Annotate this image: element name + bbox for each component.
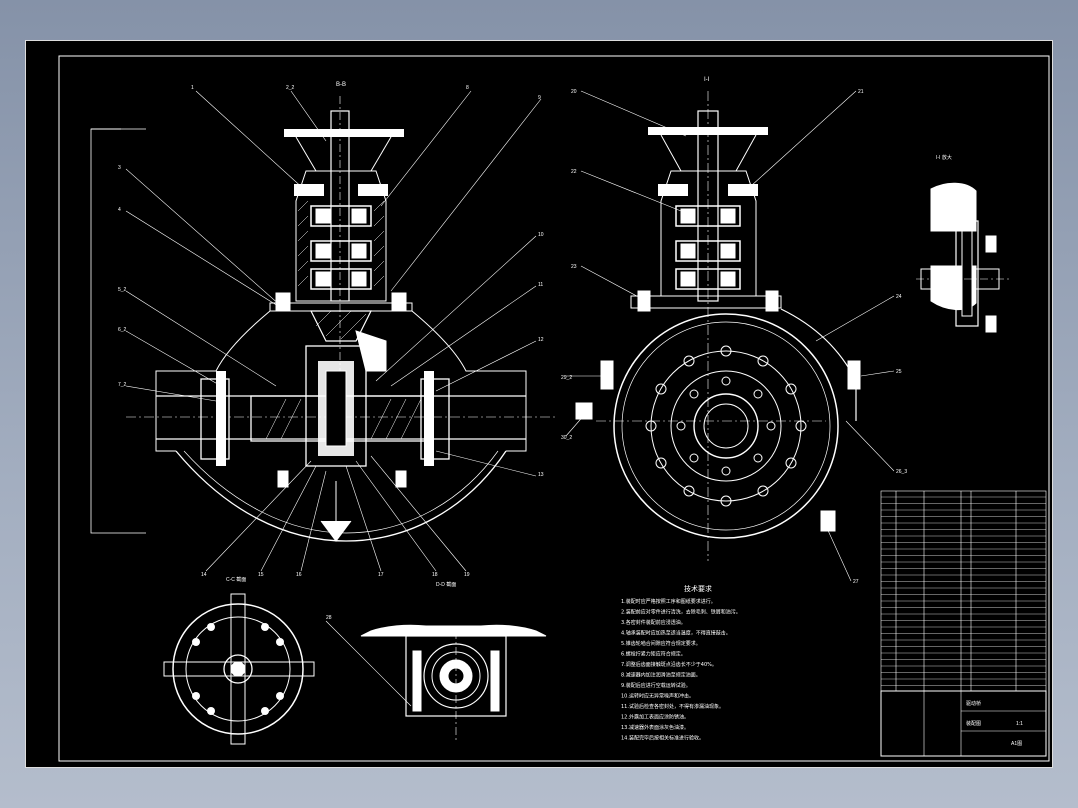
svg-text:8: 8 — [466, 85, 469, 91]
parts-list: 驱动桥 装配图 1:1 A1图 — [880, 490, 1047, 757]
svg-text:25: 25 — [896, 369, 902, 375]
detail-view: I-I 放大 — [916, 154, 1011, 333]
svg-text:I-I 放大: I-I 放大 — [936, 154, 952, 161]
svg-text:23: 23 — [571, 264, 577, 270]
svg-text:22: 22 — [571, 169, 577, 175]
tech-req-line: 3.各密封件装配前应浸透油。 — [621, 619, 686, 626]
drawing-sheet: B-B — [25, 40, 1053, 768]
top-flange — [284, 129, 404, 137]
tech-req-line: 11.试验后检查各密封处，不得有渗漏油现象。 — [621, 703, 724, 710]
svg-text:26_3: 26_3 — [896, 469, 907, 475]
bolt-circle — [645, 345, 807, 507]
svg-text:13: 13 — [538, 472, 544, 478]
svg-text:2_2: 2_2 — [286, 85, 295, 91]
tech-req-line: 14.装配完毕后按相关标准进行验收。 — [621, 735, 704, 742]
tech-req-line: 4.轴承装配时应加热至适当温度，不得直接敲击。 — [621, 630, 731, 637]
svg-text:24: 24 — [896, 294, 902, 300]
tech-req-line: 9.装配后应进行空载运转试验。 — [621, 682, 691, 689]
main-section-view: B-B — [90, 82, 556, 578]
title-block-sub: 装配图 — [966, 720, 981, 727]
svg-text:4: 4 — [118, 207, 121, 213]
svg-text:D-D 截面: D-D 截面 — [436, 581, 456, 588]
tech-req-line: 1.装配时应严格按照工序和图纸要求进行。 — [621, 598, 716, 605]
tech-req-line: 12.外露加工表面应涂防锈油。 — [621, 714, 689, 721]
svg-text:19: 19 — [464, 572, 470, 578]
svg-text:30_2: 30_2 — [561, 435, 572, 441]
section-cc: C-C 截面 — [163, 576, 315, 745]
svg-text:20: 20 — [571, 89, 577, 95]
title-block-scale: 1:1 — [1016, 721, 1023, 727]
svg-text:7_2: 7_2 — [118, 382, 127, 388]
tech-req-line: 2.装配前应对零件进行清洗，去除毛刺、铁屑和油污。 — [621, 609, 741, 616]
view-label-side: I-I — [704, 77, 710, 83]
svg-text:3: 3 — [118, 165, 121, 171]
section-dd: 28 D-D 截面 — [325, 581, 547, 741]
tech-req-line: 10.运转时应无异常噪声和冲击。 — [621, 693, 694, 700]
tech-req-line: 13.减速器外表面涂灰色油漆。 — [621, 724, 689, 731]
svg-text:9: 9 — [538, 95, 541, 101]
view-label-main: B-B — [336, 82, 346, 88]
tech-req-line: 8.减速器内加注润滑油至规定油面。 — [621, 672, 701, 679]
svg-text:6_2: 6_2 — [118, 327, 127, 333]
tech-req-line: 5.锥齿轮啮合间隙应符合规定要求。 — [621, 640, 701, 647]
inner-frame — [58, 55, 1050, 762]
svg-text:17: 17 — [378, 572, 384, 578]
side-view: I-I — [561, 77, 907, 585]
cad-drawing: B-B — [58, 55, 1050, 762]
svg-text:1: 1 — [191, 85, 194, 91]
bearing-stack — [310, 205, 372, 290]
tech-req-line: 6.螺栓拧紧力矩应符合规定。 — [621, 651, 686, 658]
title-block-name: 驱动桥 — [966, 700, 981, 707]
svg-text:10: 10 — [538, 232, 544, 238]
technical-requirements: 技术要求 1.装配时应严格按照工序和图纸要求进行。 2.装配前应对零件进行清洗，去… — [621, 584, 741, 742]
title-block-sheet: A1图 — [1011, 741, 1022, 747]
svg-text:28: 28 — [326, 615, 332, 621]
tech-req-line: 7.调整后齿面接触斑点沿齿长不少于40%。 — [621, 661, 717, 668]
svg-text:11: 11 — [538, 282, 543, 288]
svg-text:21: 21 — [858, 89, 864, 95]
svg-text:15: 15 — [258, 572, 264, 578]
svg-text:27: 27 — [853, 579, 859, 585]
svg-text:C-C 截面: C-C 截面 — [226, 576, 246, 583]
svg-text:16: 16 — [296, 572, 302, 578]
svg-text:5_2: 5_2 — [118, 287, 127, 293]
svg-text:18: 18 — [432, 572, 438, 578]
tech-req-lines: 1.装配时应严格按照工序和图纸要求进行。 2.装配前应对零件进行清洗，去除毛刺、铁… — [621, 598, 741, 742]
svg-text:29_2: 29_2 — [561, 375, 572, 381]
svg-text:12: 12 — [538, 337, 544, 343]
svg-text:14: 14 — [201, 572, 207, 578]
tech-req-title: 技术要求 — [684, 584, 712, 593]
